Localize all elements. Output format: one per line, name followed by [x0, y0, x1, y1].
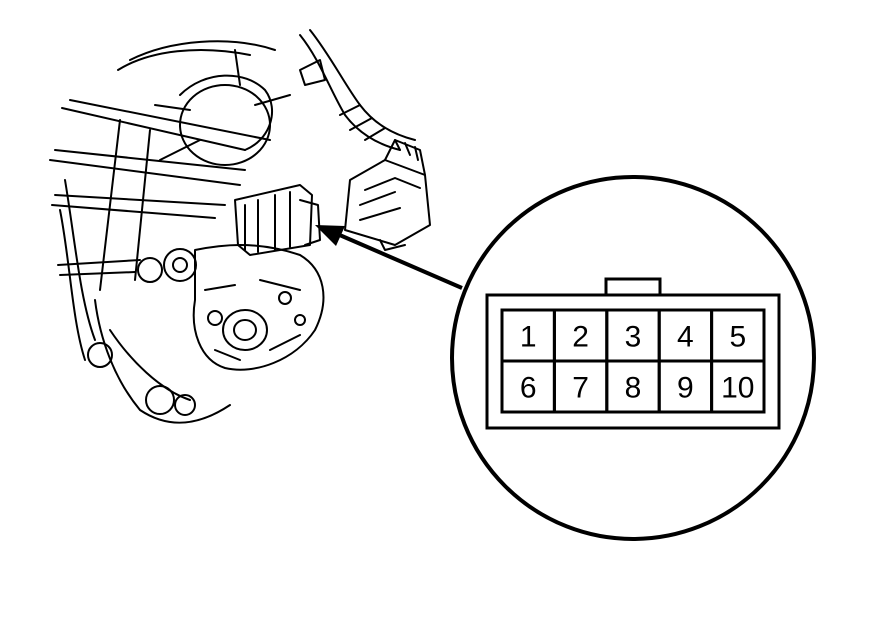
- transmission-housing-illustration: [49, 29, 431, 424]
- pin-label-4: 4: [677, 321, 694, 354]
- pin-label-1: 1: [520, 321, 537, 354]
- pin-label-8: 8: [625, 372, 642, 405]
- pin-label-6: 6: [520, 372, 537, 405]
- pin-label-9: 9: [677, 372, 694, 405]
- pointer-arrow: [315, 225, 463, 290]
- pin-label-5: 5: [729, 321, 746, 354]
- pin-label-7: 7: [572, 372, 589, 405]
- pin-label-2: 2: [572, 321, 589, 354]
- pin-label-3: 3: [625, 321, 642, 354]
- pin-cell-10: [710, 359, 766, 414]
- pin-label-10: 10: [721, 372, 754, 405]
- connector-face: 1 2 3 4 5 6 7 8 9 10: [485, 277, 781, 430]
